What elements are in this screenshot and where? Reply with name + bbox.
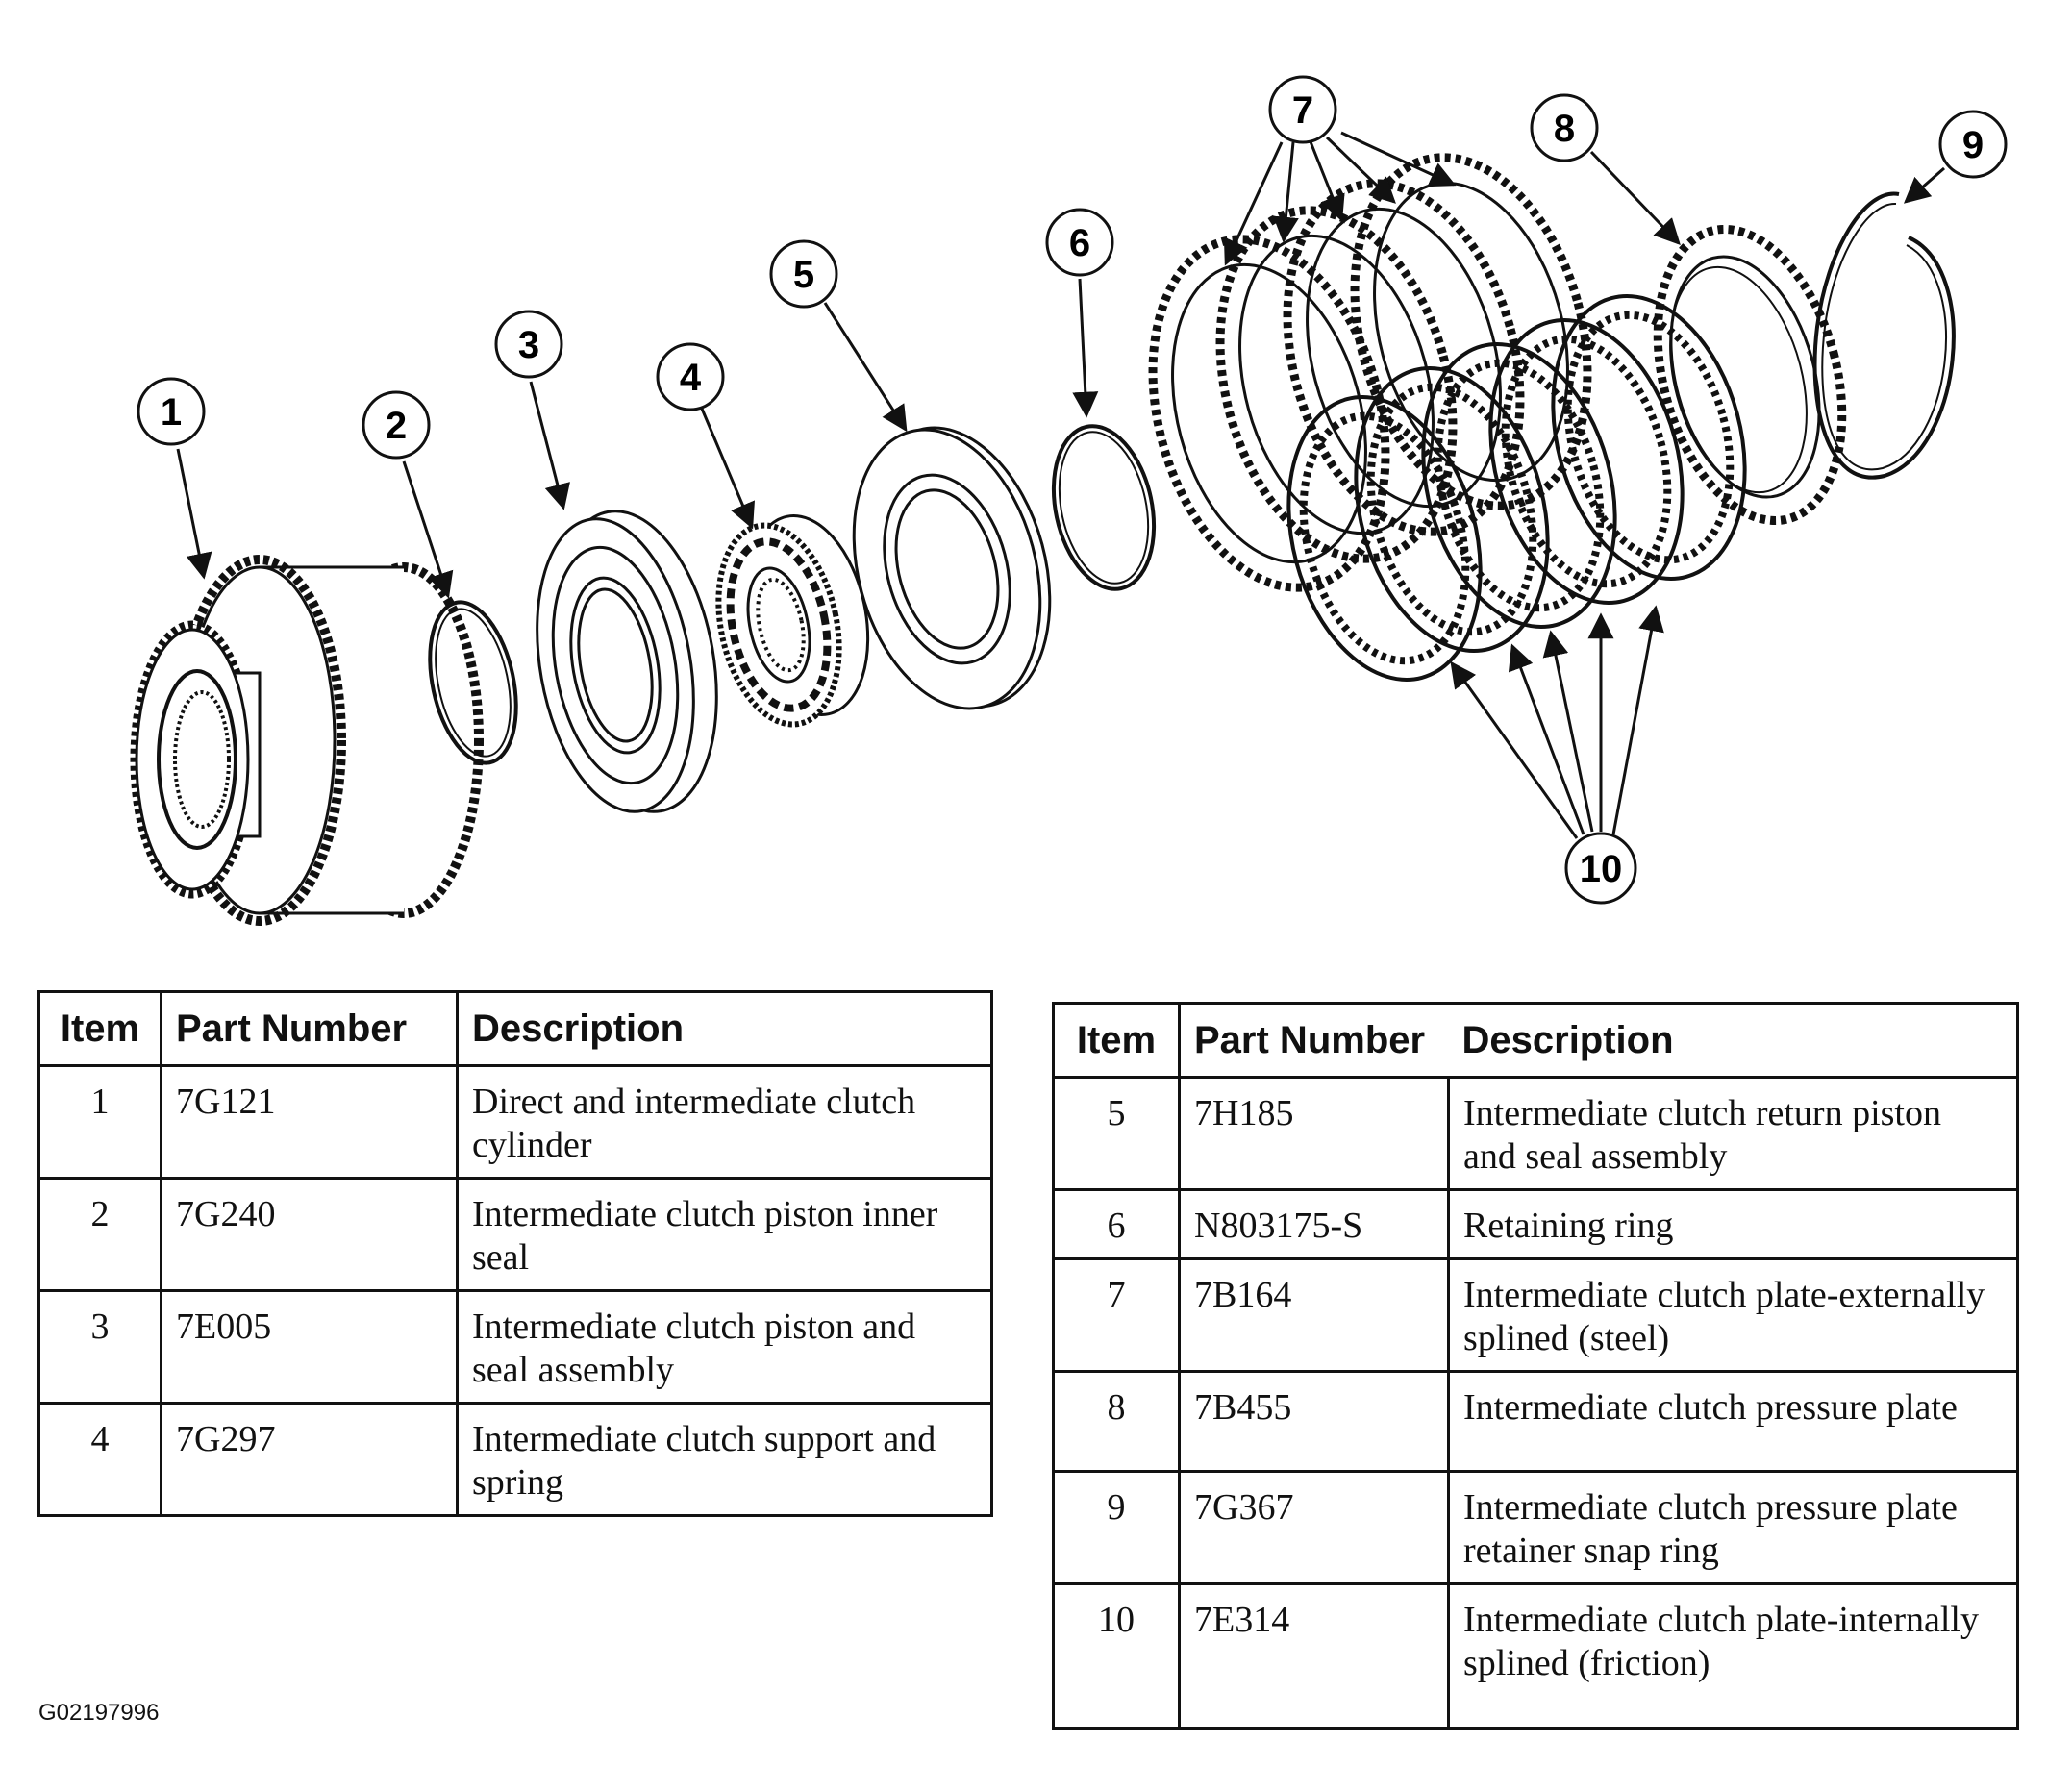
figure-id: G02197996 bbox=[38, 1700, 160, 1726]
table-row: 9 7G367 Intermediate clutch pressure pla… bbox=[1053, 1470, 2018, 1584]
table-header-row: Item Part Number Description bbox=[38, 991, 992, 1067]
table-row: 6 N803175-S Retaining ring bbox=[1053, 1188, 2018, 1259]
callout-6: 6 bbox=[1045, 208, 1114, 277]
callout-2: 2 bbox=[362, 390, 431, 460]
header-description: Description bbox=[1448, 1003, 2018, 1079]
callout-5-label: 5 bbox=[793, 254, 814, 296]
part-number-cell: 7G297 bbox=[160, 1402, 458, 1516]
table-row: 2 7G240 Intermediate clutch piston inner… bbox=[38, 1177, 992, 1291]
description-cell: Intermediate clutch piston and seal asse… bbox=[456, 1289, 992, 1404]
item-cell: 9 bbox=[1053, 1470, 1180, 1584]
part-number-cell: 7G121 bbox=[160, 1064, 458, 1179]
part-number-cell: 7E314 bbox=[1178, 1582, 1449, 1729]
description-cell: Intermediate clutch pressure plate retai… bbox=[1447, 1470, 2018, 1584]
item-cell: 2 bbox=[38, 1177, 162, 1291]
callout-5: 5 bbox=[769, 239, 838, 309]
description-cell: Intermediate clutch piston inner seal bbox=[456, 1177, 992, 1291]
table-row: 4 7G297 Intermediate clutch support and … bbox=[38, 1402, 992, 1516]
callout-8: 8 bbox=[1530, 93, 1599, 162]
callout-4: 4 bbox=[656, 342, 725, 411]
description-cell: Intermediate clutch return piston and se… bbox=[1447, 1076, 2018, 1190]
item-cell: 10 bbox=[1053, 1582, 1180, 1729]
part-number-cell: 7E005 bbox=[160, 1289, 458, 1404]
part-number-cell: 7G240 bbox=[160, 1177, 458, 1291]
part-1-clutch-cylinder bbox=[130, 555, 484, 926]
parts-table-left: Item Part Number Description 1 7G121 Dir… bbox=[37, 990, 993, 1517]
part-number-cell: 7G367 bbox=[1178, 1470, 1449, 1584]
part-number-cell: 7B164 bbox=[1178, 1257, 1449, 1372]
part-6-retaining-ring bbox=[1051, 424, 1157, 591]
callout-10: 10 bbox=[1564, 832, 1637, 905]
table-row: 1 7G121 Direct and intermediate clutch c… bbox=[38, 1064, 992, 1179]
description-cell: Intermediate clutch pressure plate bbox=[1447, 1370, 2018, 1472]
part-number-cell: N803175-S bbox=[1178, 1188, 1449, 1259]
table-row: 10 7E314 Intermediate clutch plate-inter… bbox=[1053, 1582, 2018, 1729]
callout-1: 1 bbox=[137, 377, 206, 446]
callout-3-label: 3 bbox=[518, 324, 539, 366]
part-9-snap-ring bbox=[1812, 191, 1956, 480]
part-3-piston-assembly bbox=[536, 510, 718, 813]
header-item: Item bbox=[38, 991, 162, 1067]
table-header-row: Item Part Number Description bbox=[1053, 1003, 2018, 1079]
part-number-cell: 7B455 bbox=[1178, 1370, 1449, 1472]
item-cell: 6 bbox=[1053, 1188, 1180, 1259]
description-cell: Direct and intermediate clutch cylinder bbox=[456, 1064, 992, 1179]
part-number-cell: 7H185 bbox=[1178, 1076, 1449, 1190]
description-cell: Intermediate clutch support and spring bbox=[456, 1402, 992, 1516]
leader-lines bbox=[176, 131, 1945, 839]
callout-10-label: 10 bbox=[1580, 848, 1623, 890]
callout-9-label: 9 bbox=[1962, 124, 1984, 166]
description-cell: Intermediate clutch plate-internally spl… bbox=[1447, 1582, 2018, 1729]
header-item: Item bbox=[1053, 1003, 1180, 1079]
header-description: Description bbox=[456, 991, 992, 1067]
callout-8-label: 8 bbox=[1554, 108, 1575, 150]
part-8-pressure-plate bbox=[1653, 224, 1847, 526]
callout-7: 7 bbox=[1268, 75, 1337, 144]
item-cell: 5 bbox=[1053, 1076, 1180, 1190]
callout-1-label: 1 bbox=[161, 391, 182, 434]
exploded-parts-diagram: 1 2 3 4 5 6 7 8 9 10 bbox=[130, 75, 2008, 926]
callout-9: 9 bbox=[1938, 110, 2008, 179]
item-cell: 1 bbox=[38, 1064, 162, 1179]
item-cell: 4 bbox=[38, 1402, 162, 1516]
item-cell: 3 bbox=[38, 1289, 162, 1404]
header-part-number: Part Number bbox=[1178, 1003, 1449, 1079]
item-cell: 7 bbox=[1053, 1257, 1180, 1372]
item-cell: 8 bbox=[1053, 1370, 1180, 1472]
table-row: 7 7B164 Intermediate clutch plate-extern… bbox=[1053, 1257, 2018, 1372]
callout-4-label: 4 bbox=[680, 357, 702, 399]
table-row: 8 7B455 Intermediate clutch pressure pla… bbox=[1053, 1370, 2018, 1472]
callout-2-label: 2 bbox=[386, 405, 407, 447]
callout-7-label: 7 bbox=[1292, 89, 1313, 132]
part-5-return-piston bbox=[852, 426, 1052, 710]
table-row: 5 7H185 Intermediate clutch return pisto… bbox=[1053, 1076, 2018, 1190]
part-2-inner-seal bbox=[428, 600, 518, 765]
part-4-support-spring bbox=[715, 514, 870, 728]
description-cell: Retaining ring bbox=[1447, 1188, 2018, 1259]
header-part-number: Part Number bbox=[160, 991, 458, 1067]
table-row: 3 7E005 Intermediate clutch piston and s… bbox=[38, 1289, 992, 1404]
parts-table-right: Item Part Number Description 5 7H185 Int… bbox=[1052, 1002, 2019, 1730]
callout-6-label: 6 bbox=[1069, 222, 1090, 264]
description-cell: Intermediate clutch plate-externally spl… bbox=[1447, 1257, 2018, 1372]
callout-3: 3 bbox=[494, 310, 563, 379]
